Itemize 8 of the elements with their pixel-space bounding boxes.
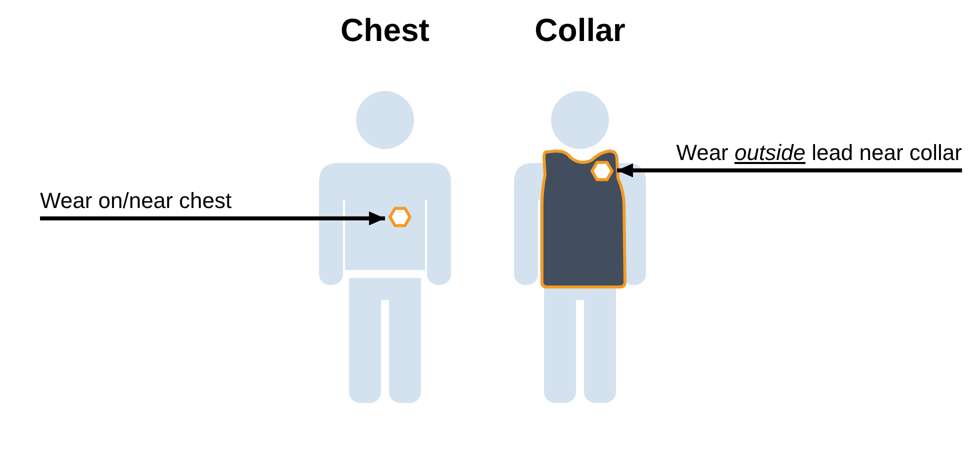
instruction-text: Wear outside lead near collar [676,140,962,166]
arrow [617,163,962,178]
hexagon-icon [388,206,412,228]
figure-heading: Collar [534,12,626,49]
arrow [40,211,385,226]
instruction-text: Wear on/near chest [40,188,232,214]
hexagon-icon [590,160,614,182]
figure-heading: Chest [340,12,430,49]
